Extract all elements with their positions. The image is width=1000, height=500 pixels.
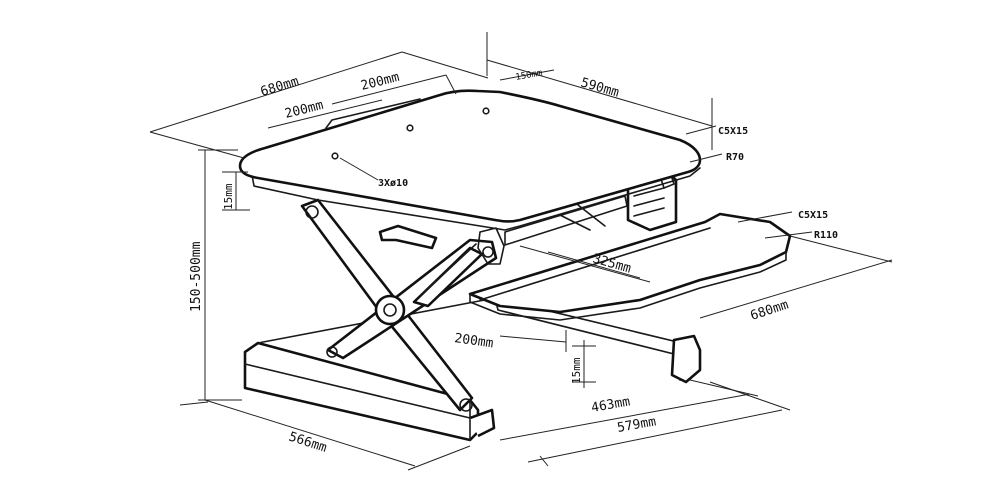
keyboard-radius-label: R110 [814,230,838,241]
holes-label: 3Xø10 [378,178,408,189]
cutout-width-label-2: 200mm [283,98,325,122]
top-depth-label: 590mm [579,75,621,100]
cutout-small-label: 150mm [515,68,543,83]
base-frame [243,297,702,442]
keyboard-thickness-label: 15mm [570,357,583,384]
top-width-label: 680mm [259,74,301,100]
top-chamfer-label: C5X15 [718,126,748,137]
cutout-width-label-1: 200mm [359,70,401,94]
keyboard-chamfer-label: C5X15 [798,210,828,221]
base-width-inner-label: 463mm [590,394,631,416]
top-thickness-label: 15mm [222,183,235,210]
desk-top [238,89,702,231]
keyboard-offset-label: 200mm [453,331,494,351]
dimension-lines [149,32,893,471]
keyboard-tray [468,212,792,321]
base-depth-label: 566mm [287,430,329,456]
height-range-label: 150-500mm [189,241,204,312]
top-radius-label: R70 [726,152,744,163]
base-width-outer-label: 579mm [616,414,657,436]
